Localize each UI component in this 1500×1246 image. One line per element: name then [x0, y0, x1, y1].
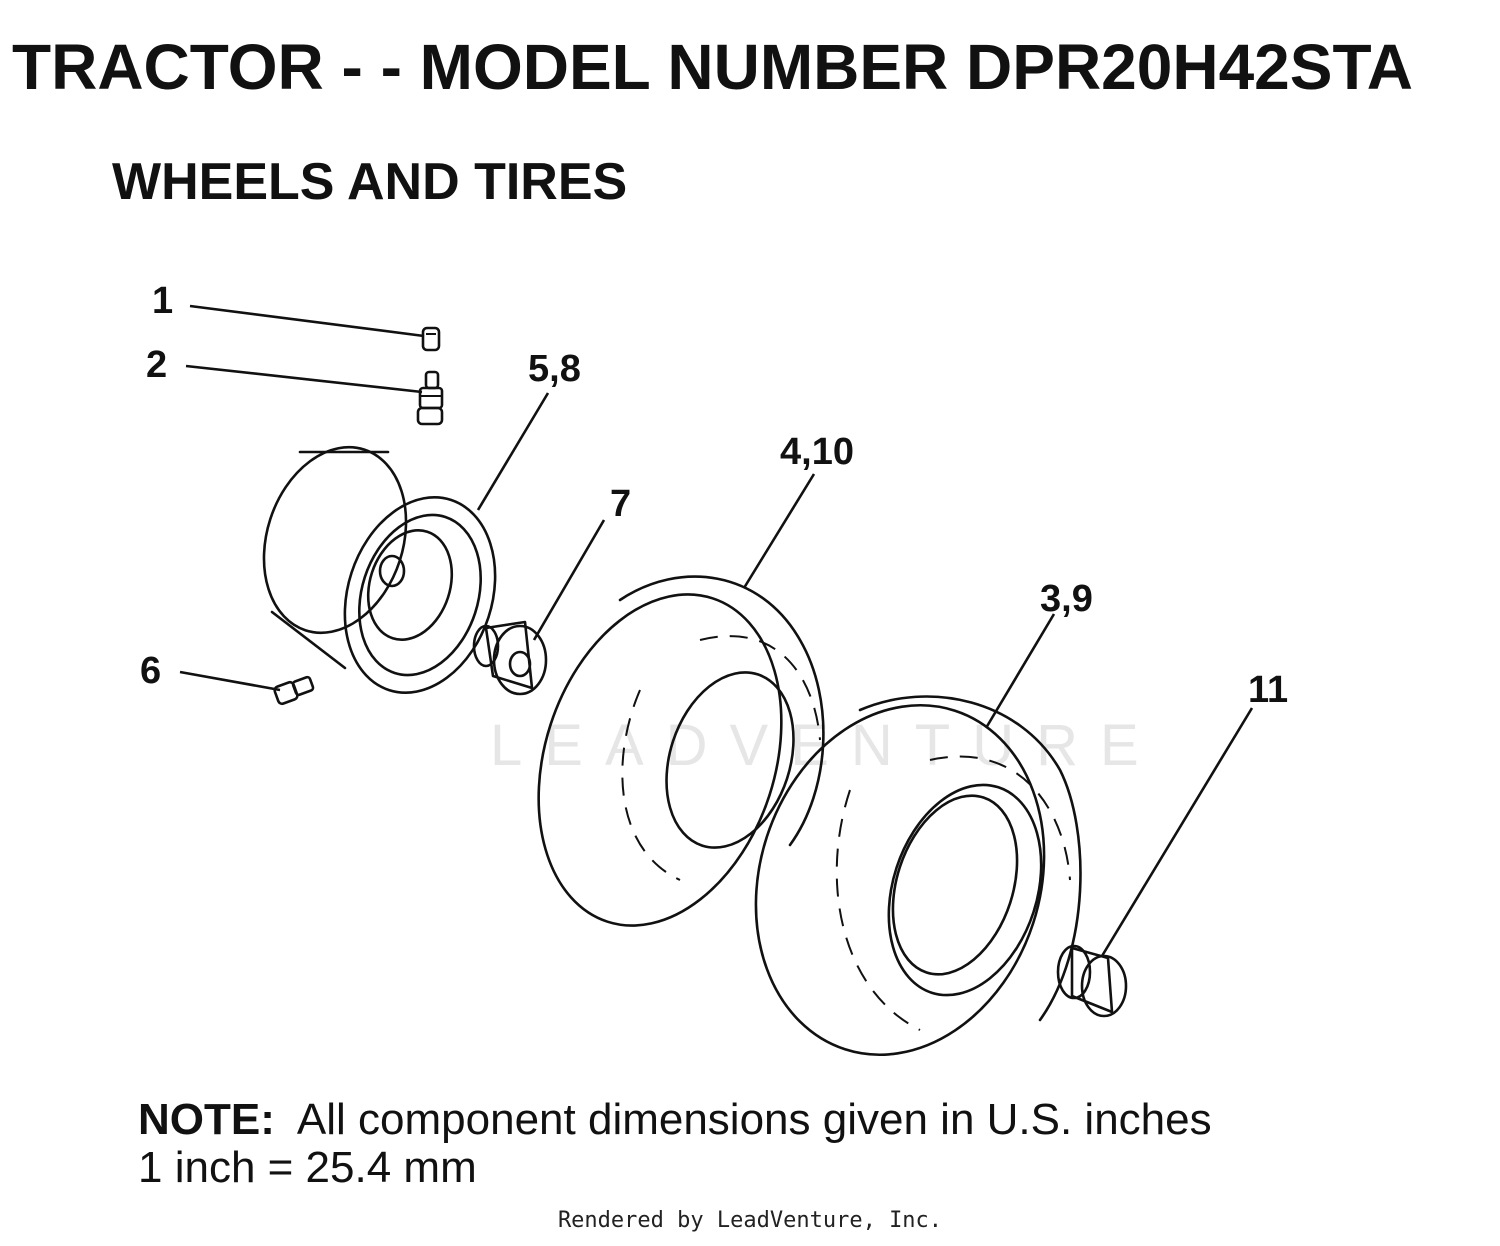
callout-5-8[interactable]: 5,8	[528, 348, 581, 390]
hub-cap-icon[interactable]	[1056, 944, 1128, 1018]
front-tire-icon[interactable]	[498, 563, 825, 957]
note-label: NOTE:	[138, 1095, 275, 1144]
valve-stem-icon[interactable]	[416, 370, 444, 426]
note-conversion: 1 inch = 25.4 mm	[138, 1143, 477, 1192]
callout-3-9[interactable]: 3,9	[1040, 578, 1093, 620]
callout-7[interactable]: 7	[610, 483, 631, 525]
leader-lines	[179, 304, 1254, 957]
grease-fitting-icon[interactable]	[273, 675, 315, 706]
dimension-note: NOTE: All component dimensions given in …	[138, 1096, 1212, 1192]
valve-cap-icon[interactable]	[421, 326, 441, 352]
callout-2[interactable]: 2	[146, 344, 167, 386]
rear-tire-icon[interactable]	[712, 667, 1088, 1092]
bushing-icon[interactable]	[472, 620, 548, 696]
wheel-rim-icon[interactable]	[241, 429, 519, 713]
section-title: WHEELS AND TIRES	[112, 153, 628, 211]
callout-4-10[interactable]: 4,10	[780, 431, 854, 473]
watermark: LEADVENTURE	[490, 713, 1161, 778]
callout-11[interactable]: 11	[1248, 669, 1288, 711]
footer-credit: Rendered by LeadVenture, Inc.	[557, 1208, 943, 1233]
callout-6[interactable]: 6	[140, 650, 161, 692]
note-text: All component dimensions given in U.S. i…	[296, 1095, 1212, 1144]
callout-1[interactable]: 1	[152, 280, 173, 322]
page-title: TRACTOR - - MODEL NUMBER DPR20H42STA	[12, 31, 1413, 103]
